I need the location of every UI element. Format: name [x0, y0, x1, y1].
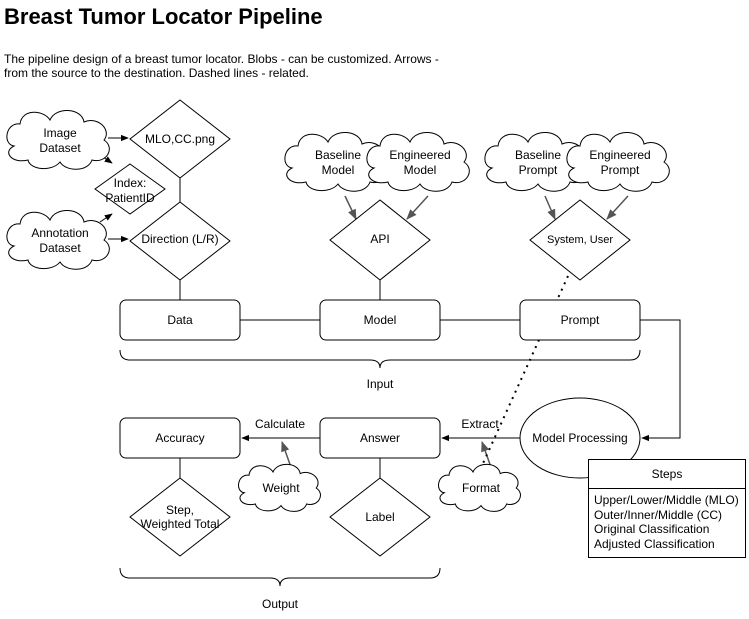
mlo-cc-text: MLO,CC.png — [145, 132, 215, 146]
engineered-prompt-text-line1: Engineered — [589, 148, 650, 162]
system-user-diamond — [529, 199, 631, 281]
direction-entity: Direction (L/R) — [129, 201, 231, 281]
index-entity: Index: PatientID — [94, 163, 166, 215]
index-diamond — [94, 163, 166, 215]
format-cloud-shape — [438, 463, 521, 512]
calculate-label: Calculate — [255, 417, 305, 431]
edge-engineered-prompt-to-system — [606, 195, 629, 220]
label-diamond — [329, 477, 431, 557]
diagram-description: The pipeline design of a breast tumor lo… — [4, 52, 439, 80]
model-processing-ellipse — [519, 397, 641, 479]
input-label: Input — [367, 377, 394, 391]
input-brace: Input — [119, 349, 641, 391]
baseline-prompt-cloud: Baseline Prompt — [484, 132, 588, 192]
output-label: Output — [262, 597, 299, 611]
mlo-cc-entity: MLO,CC.png — [129, 99, 231, 179]
baseline-prompt-text-line2: Prompt — [519, 163, 558, 177]
data-node: Data — [119, 299, 241, 341]
accuracy-node: Accuracy — [119, 417, 241, 459]
format-cloud: Format — [438, 463, 521, 512]
api-text: API — [370, 232, 389, 246]
steps-title: Steps — [589, 460, 745, 489]
baseline-prompt-text-line1: Baseline — [515, 148, 561, 162]
system-user-entity: System, User — [529, 199, 631, 281]
model-box — [319, 299, 441, 341]
edge-annotation-to-index — [99, 213, 113, 223]
steps-item: Adjusted Classification — [594, 536, 715, 551]
api-entity: API — [329, 199, 431, 281]
edge-engineered-model-to-api — [406, 195, 429, 220]
prompt-node: Prompt — [519, 299, 641, 341]
answer-text: Answer — [360, 431, 400, 445]
output-brace: Output — [119, 567, 441, 611]
image-dataset-text-line2: Dataset — [39, 141, 81, 155]
baseline-model-text-line2: Model — [322, 163, 355, 177]
answer-box — [319, 417, 441, 459]
step-weighted-entity: Step, Weighted Total — [129, 477, 231, 557]
label-text: Label — [365, 510, 394, 524]
weight-text: Weight — [262, 481, 300, 495]
step-weighted-text-line2: Weighted Total — [141, 517, 220, 531]
image-dataset-cloud: Image Dataset — [6, 110, 110, 170]
annotation-dataset-cloud: Annotation Dataset — [6, 210, 110, 270]
model-text: Model — [364, 313, 397, 327]
engineered-prompt-cloud-shape — [566, 132, 670, 192]
index-text-line2: PatientID — [105, 191, 155, 205]
data-text: Data — [167, 313, 193, 327]
edge-baseline-model-to-api — [344, 195, 357, 220]
model-processing-text: Model Processing — [532, 431, 627, 445]
image-dataset-text-line1: Image — [43, 126, 77, 140]
image-dataset-cloud-shape — [6, 110, 110, 170]
label-entity: Label — [329, 477, 431, 557]
answer-node: Answer — [319, 417, 441, 459]
accuracy-text: Accuracy — [155, 431, 204, 445]
input-brace-path — [119, 349, 641, 369]
engineered-model-cloud-shape — [366, 132, 470, 192]
engineered-prompt-cloud: Engineered Prompt — [566, 132, 670, 192]
steps-item: Outer/Inner/Middle (CC) — [594, 507, 723, 522]
steps-table: Steps Upper/Lower/Middle (MLO) Outer/Inn… — [588, 459, 746, 558]
extract-label: Extract — [461, 417, 499, 431]
steps-item: Original Classification — [594, 522, 710, 536]
steps-item: Upper/Lower/Middle (MLO) — [594, 493, 739, 507]
annotation-dataset-text-line1: Annotation — [31, 226, 88, 240]
step-weighted-text-line1: Step, — [166, 503, 194, 517]
model-processing-node: Model Processing — [519, 397, 641, 479]
steps-list: Upper/Lower/Middle (MLO) Outer/Inner/Mid… — [589, 489, 745, 551]
engineered-model-text-line1: Engineered — [389, 148, 450, 162]
index-text-line1: Index: — [114, 176, 147, 190]
direction-diamond — [129, 201, 231, 281]
engineered-model-text-line2: Model — [404, 163, 437, 177]
direction-text: Direction (L/R) — [141, 232, 218, 246]
annotation-dataset-cloud-shape — [6, 210, 110, 270]
diagram-title: Breast Tumor Locator Pipeline — [4, 4, 323, 29]
model-node: Model — [319, 299, 441, 341]
annotation-dataset-text-line2: Dataset — [39, 241, 81, 255]
edge-prompt-to-processing — [640, 319, 681, 442]
prompt-text: Prompt — [561, 313, 600, 327]
baseline-model-text-line1: Baseline — [315, 148, 361, 162]
prompt-box — [519, 299, 641, 341]
accuracy-box — [119, 417, 241, 459]
weight-cloud-shape — [238, 463, 321, 512]
format-text: Format — [462, 481, 501, 495]
data-box — [119, 299, 241, 341]
weight-cloud: Weight — [238, 463, 321, 512]
step-weighted-diamond — [129, 477, 231, 557]
api-diamond — [329, 199, 431, 281]
engineered-model-cloud: Engineered Model — [366, 132, 470, 192]
edge-baseline-prompt-to-system — [544, 195, 556, 220]
mlo-cc-diamond — [129, 99, 231, 179]
output-brace-path — [119, 567, 441, 587]
system-user-text: System, User — [547, 234, 613, 246]
engineered-prompt-text-line2: Prompt — [601, 163, 640, 177]
